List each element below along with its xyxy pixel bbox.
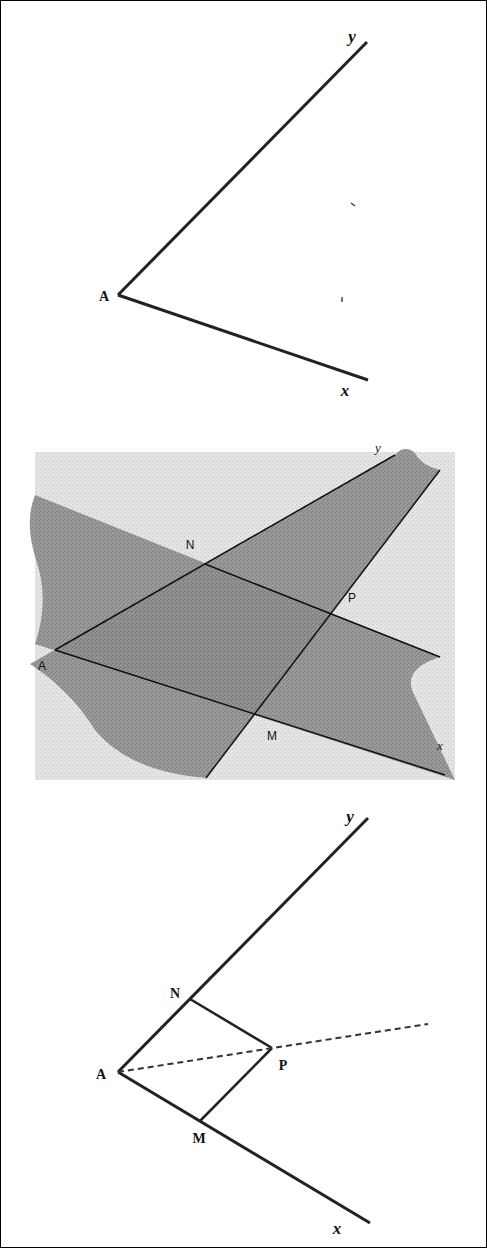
panel-planes [30,449,455,780]
axis-label: x [341,382,350,399]
point-label: P [348,592,356,604]
axis-label: y [375,441,381,454]
point-label: N [186,539,195,551]
axis-label: y [348,28,356,45]
point-label: A [38,660,46,672]
point-label: N [170,987,180,1001]
axis-label: y [346,808,354,825]
point-label: M [192,1132,205,1146]
axis-label: x [333,1220,342,1237]
point-label: M [267,730,277,742]
panel-axes [118,42,368,380]
axis-label: x [437,739,443,752]
point-label: A [96,1068,106,1082]
point-label: P [279,1059,288,1073]
panel-parallelogram [118,818,428,1223]
point-label: A [99,290,109,304]
